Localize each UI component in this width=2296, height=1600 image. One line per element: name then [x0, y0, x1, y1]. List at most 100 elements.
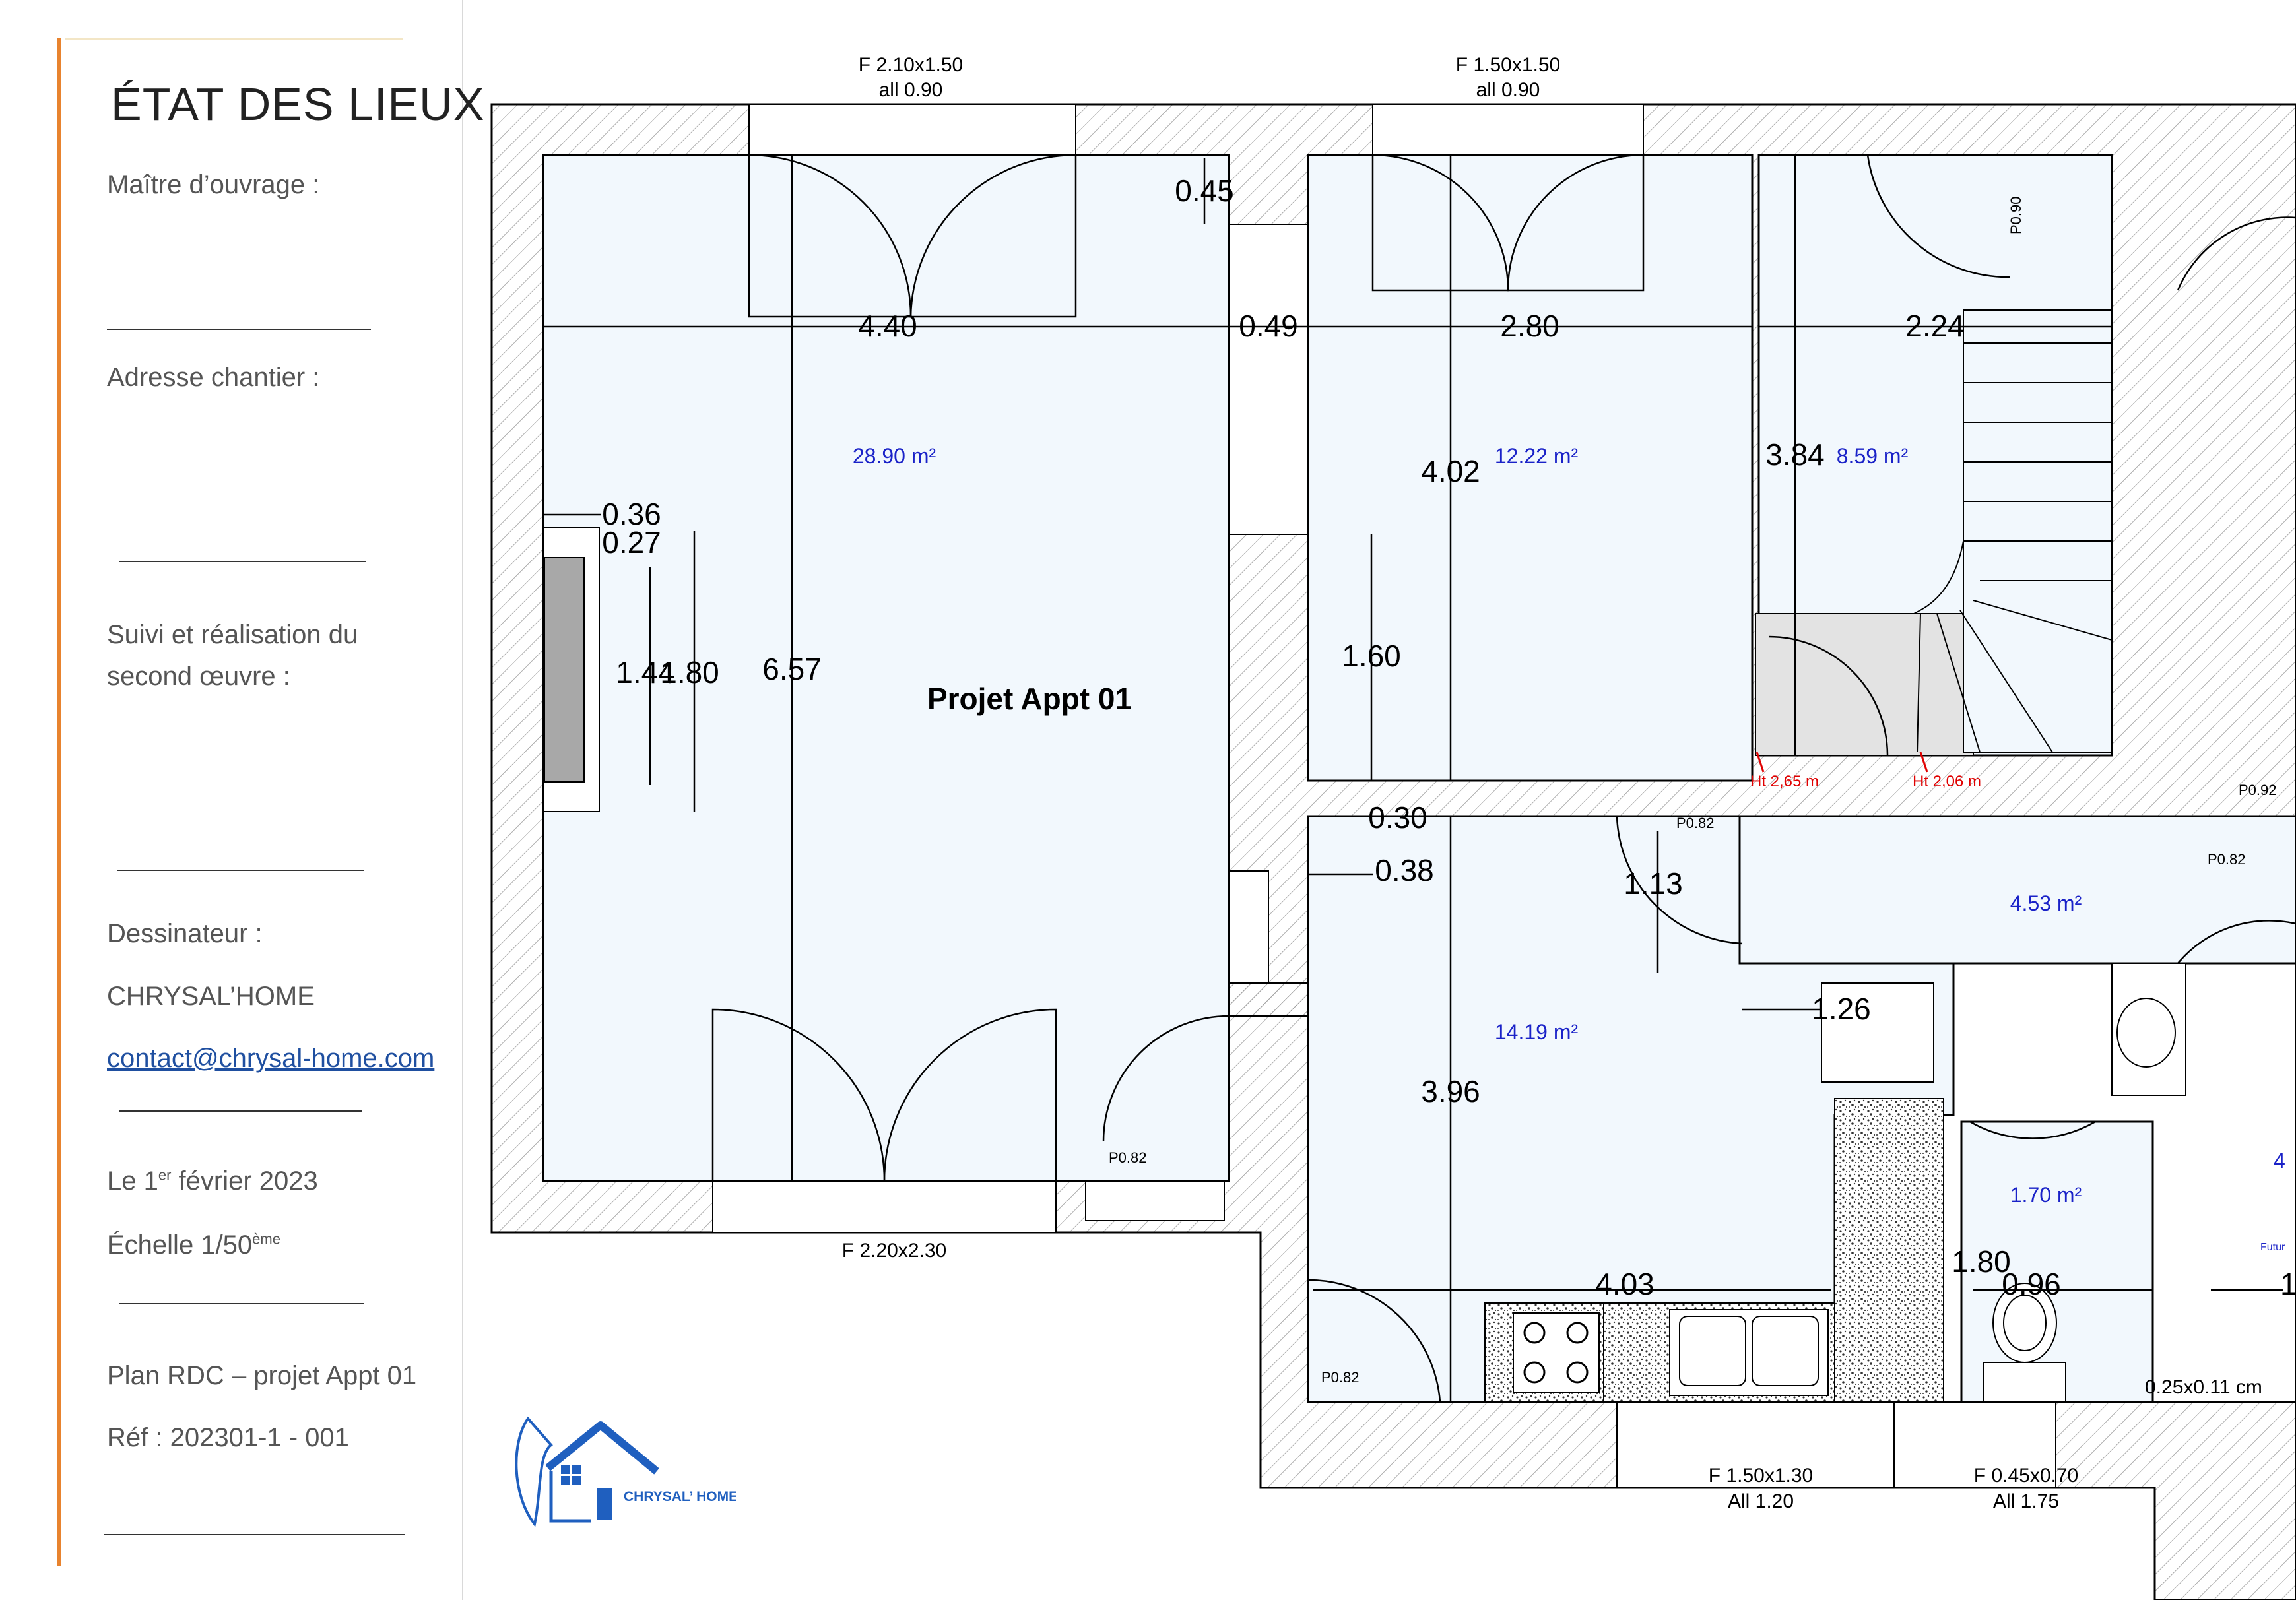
chrysal-home-logo: CHRYSAL’ HOME	[515, 1416, 736, 1527]
window-2	[1372, 104, 1644, 156]
windows	[712, 104, 2056, 1488]
dim-wc-depth: 1.80	[1952, 1244, 2011, 1279]
email-link-wrap: contact@chrysal-home.com	[107, 1044, 434, 1073]
dim-hearth-depth: 0.36	[602, 497, 661, 531]
window-leaf-right	[909, 154, 1077, 318]
window-4-sill: All 1.20	[1728, 1490, 1794, 1512]
toilet-cistern	[1983, 1362, 2066, 1403]
area-stair-hall: 8.59 m²	[1837, 444, 1909, 468]
area-bedroom: 12.22 m²	[1495, 444, 1579, 468]
top-rule	[65, 38, 403, 40]
dim-appliance: 1.26	[1812, 992, 1871, 1026]
window-4	[1616, 1401, 1895, 1488]
door-label-kitchen: P0.82	[1321, 1369, 1360, 1386]
hall-floor	[1584, 815, 2296, 965]
date-prefix: Le 1	[107, 1167, 158, 1196]
window-2-sill: all 0.90	[1476, 79, 1540, 101]
door-label-hall: P0.82	[1676, 815, 1715, 831]
dim-living-width: 4.40	[858, 309, 917, 343]
fireplace-icon	[544, 557, 585, 783]
french-door-left	[711, 1008, 886, 1182]
door-swing-right	[2177, 920, 2296, 964]
accent-bar	[57, 38, 61, 1566]
dim-wall-offset: 0.38	[1375, 853, 1434, 887]
dim-window-offset: 0.45	[1175, 174, 1234, 208]
partition-stub	[1228, 982, 1309, 1017]
email-link[interactable]: contact@chrysal-home.com	[107, 1044, 435, 1073]
window-1	[748, 104, 1076, 156]
dim-wc-width: 0.96	[2002, 1267, 2061, 1301]
scale-sup: ème	[252, 1231, 280, 1248]
floor-plan: F 2.10x1.50 all 0.90 F 1.50x1.50 all 0.9…	[490, 54, 2296, 1600]
plan-title: Projet Appt 01	[927, 682, 1132, 716]
door-label-stair: P0.90	[2008, 197, 2024, 235]
maitre-ouvrage-line	[107, 329, 371, 330]
date-sup: er	[158, 1167, 172, 1184]
reference: Réf : 202301-1 - 001	[107, 1423, 349, 1452]
window-5-sill: All 1.75	[1993, 1490, 2059, 1512]
date-line	[119, 1303, 364, 1304]
dim-fireplace-width: 1.44	[616, 655, 675, 689]
door-swing-wc	[1969, 1120, 2096, 1139]
sink-icon	[1669, 1309, 1829, 1396]
dessinateur-name: CHRYSAL’HOME	[107, 982, 315, 1011]
area-living-room: 28.90 m²	[853, 444, 936, 468]
door-label-right: P0.92	[2239, 782, 2277, 798]
dim-hearth-width: 1.80	[660, 655, 719, 689]
adresse-line	[119, 561, 366, 562]
window-4-size: F 1.50x1.30	[1709, 1465, 1813, 1487]
wc-floor	[1960, 1120, 2154, 1403]
appliance-icon	[1821, 982, 1934, 1083]
logo-roof-icon	[545, 1421, 659, 1475]
window-leaf-left-2	[1371, 154, 1509, 292]
toilet-icon	[1992, 1283, 2057, 1363]
door-swing-right-top	[2177, 216, 2296, 291]
area-right-edge: 4	[2274, 1149, 2285, 1172]
date-suffix: février 2023	[171, 1167, 318, 1196]
window-5	[1893, 1401, 2056, 1488]
dessinateur-line	[119, 1110, 362, 1112]
window-2-size: F 1.50x1.50	[1456, 54, 1560, 76]
dimension-lines	[543, 155, 2283, 1402]
door-swing-kitchen	[1307, 1279, 1441, 1403]
logo-window-icon	[561, 1476, 570, 1485]
scale-text: Échelle 1/50ème	[107, 1231, 280, 1260]
window-leaf-left	[748, 154, 912, 318]
cooktop-icon	[1513, 1312, 1600, 1393]
fixtures	[542, 527, 2186, 1403]
washbasin-icon	[2111, 963, 2186, 1096]
logo-window-icon	[572, 1476, 581, 1485]
dim-stair-width: 2.24	[1905, 309, 1965, 343]
logo-window-icon	[572, 1465, 581, 1474]
suivi-line	[117, 870, 364, 871]
dim-wall-gap: 0.49	[1239, 309, 1298, 343]
dim-kitchen-width: 4.03	[1595, 1267, 1655, 1301]
window-3-size: F 2.20x2.30	[842, 1240, 946, 1262]
bedroom-floor	[1307, 154, 1754, 782]
radiator-niche	[1085, 1180, 1225, 1221]
dim-passage: 1.13	[1624, 866, 1683, 901]
bottom-line	[104, 1534, 405, 1535]
door-swing-stair	[1866, 154, 2010, 278]
side-counter	[1834, 1098, 1944, 1403]
adresse-chantier-label: Adresse chantier :	[107, 363, 320, 392]
vent-size: 0.25x0.11 cm	[2145, 1376, 2262, 1398]
dim-kitchen-depth: 3.96	[1421, 1074, 1480, 1108]
stair-flight	[1963, 309, 2113, 753]
height-label-2: Ht 2,06 m	[1913, 773, 1981, 790]
window-3	[712, 1180, 1057, 1233]
date-text: Le 1er février 2023	[107, 1167, 318, 1196]
door-swing-living	[1102, 1015, 1230, 1142]
dim-bedroom-width: 2.80	[1500, 309, 1559, 343]
height-label-1: Ht 2,65 m	[1750, 773, 1819, 790]
partition-niche	[1228, 870, 1269, 984]
suivi-label-line2: second œuvre :	[107, 662, 290, 691]
dim-living-depth: 6.57	[762, 652, 822, 686]
door-label-bath: P0.82	[2208, 851, 2246, 868]
scale-prefix: Échelle 1/50	[107, 1231, 253, 1260]
maitre-ouvrage-label: Maître d’ouvrage :	[107, 170, 320, 199]
area-kitchen: 14.19 m²	[1495, 1020, 1579, 1044]
doors	[711, 154, 2296, 1403]
door-label-living: P0.82	[1109, 1149, 1147, 1166]
dim-right-edge: 1	[2280, 1267, 2296, 1301]
